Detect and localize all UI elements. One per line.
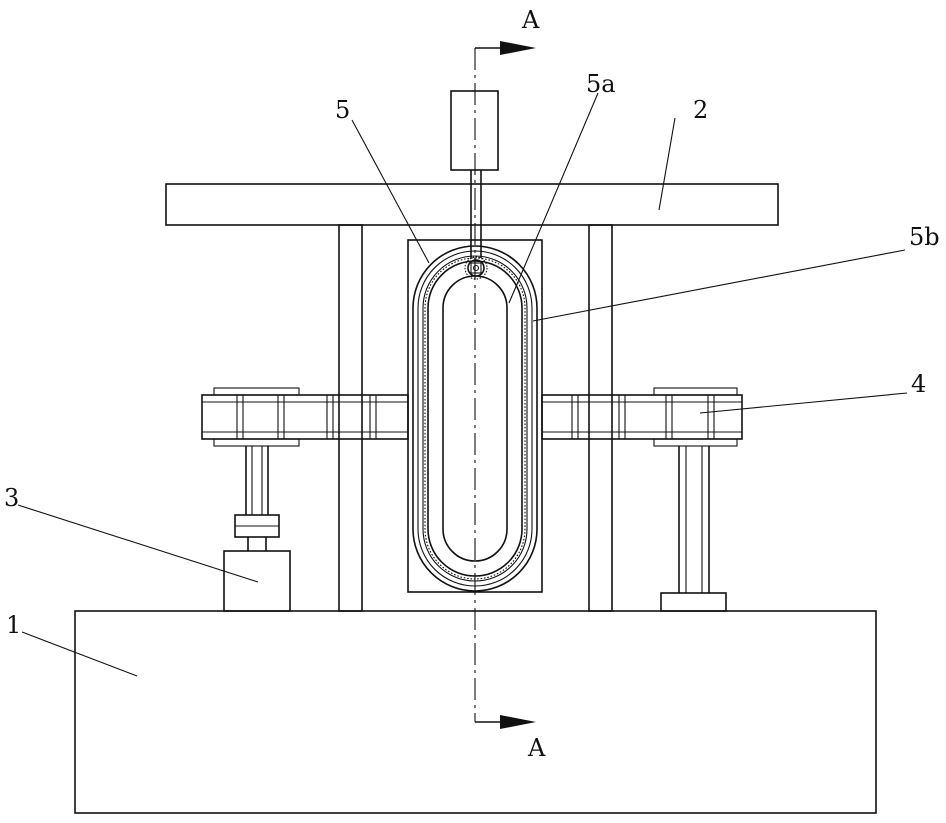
motor-shaft — [471, 170, 481, 258]
section-marker-bottom: A — [475, 715, 546, 762]
top-plate — [166, 184, 778, 225]
right-chain-bar — [542, 388, 742, 446]
left-column — [339, 225, 362, 611]
right-column — [589, 225, 612, 611]
section-label-top: A — [521, 6, 540, 34]
label-part-1: 1 — [6, 611, 21, 639]
label-part-5b: 5b — [909, 223, 940, 251]
label-part-2: 2 — [693, 96, 708, 124]
right-support-leg — [661, 446, 726, 611]
left-chain-bar — [202, 388, 408, 446]
section-label-bottom: A — [527, 734, 546, 762]
label-part-3: 3 — [4, 484, 19, 512]
section-marker-top: A — [475, 6, 540, 55]
pinion-gear — [465, 257, 487, 279]
label-part-5a: 5a — [586, 70, 616, 98]
label-part-4: 4 — [911, 370, 926, 398]
label-part-5: 5 — [335, 96, 350, 124]
leader-lines — [18, 93, 907, 676]
base-block — [75, 611, 876, 813]
left-drive-motor — [224, 446, 290, 611]
